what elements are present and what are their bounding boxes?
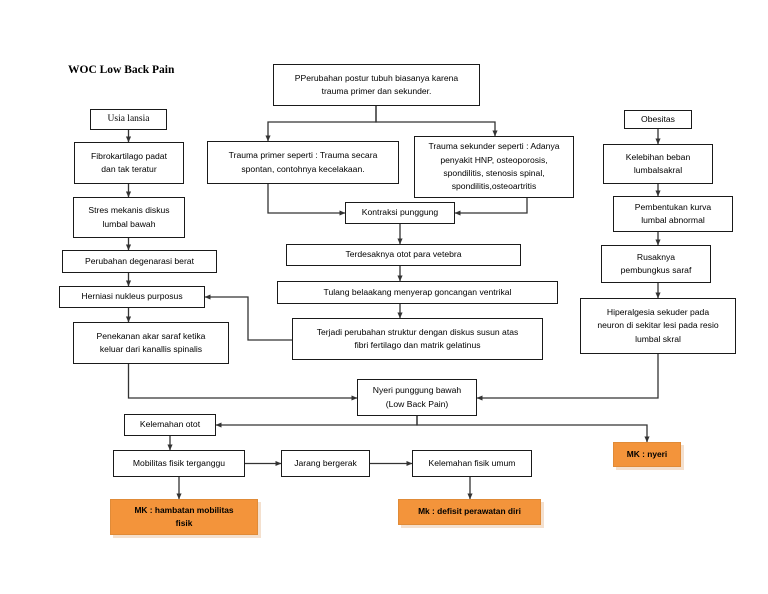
edge-nyeri_bawah-to-mk_nyeri	[416, 416, 650, 443]
node-penekanan: Penekanan akar saraf ketika keluar dari …	[73, 322, 229, 364]
node-terdesaknya: Terdesaknya otot para vetebra	[286, 244, 521, 266]
edge-trauma_primer-to-kontraksi	[267, 184, 346, 216]
node-trauma_sekunder: Trauma sekunder seperti : Adanya penyaki…	[414, 136, 574, 198]
node-kelemahan_umum: Kelemahan fisik umum	[412, 450, 532, 477]
node-degenarasi: Perubahan degenarasi berat	[62, 250, 217, 273]
node-usia_lansia: Usia lansia	[90, 109, 167, 130]
node-rusaknya: Rusaknya pembungkus saraf	[601, 245, 711, 283]
node-mk_defisit: Mk : defisit perawatan diri	[398, 499, 541, 525]
node-trauma_primer: Trauma primer seperti : Trauma secara sp…	[207, 141, 399, 184]
node-herniasi: Herniasi nukleus purposus	[59, 286, 205, 308]
node-kontraksi: Kontraksi punggung	[345, 202, 455, 224]
node-tulang: Tulang belaakang menyerap goncangan vent…	[277, 281, 558, 304]
node-perubahan_postur: PPerubahan postur tubuh biasanya karena …	[273, 64, 480, 106]
edge-penekanan-to-nyeri_bawah	[127, 364, 358, 401]
node-mk_hambatan: MK : hambatan mobilitas fisik	[110, 499, 258, 535]
edge-nyeri_bawah-to-kelemahan_otot	[215, 416, 418, 428]
node-terjadi: Terjadi perubahan struktur dengan diskus…	[292, 318, 543, 360]
node-jarang: Jarang bergerak	[281, 450, 370, 477]
node-kelemahan_otot: Kelemahan otot	[124, 414, 216, 436]
node-fibro: Fibrokartilago padat dan tak teratur	[74, 142, 184, 184]
node-nyeri_bawah: Nyeri punggung bawah (Low Back Pain)	[357, 379, 477, 416]
node-mobilitas: Mobilitas fisik terganggu	[113, 450, 245, 477]
node-stres: Stres mekanis diskus lumbal bawah	[73, 197, 185, 238]
node-pembentukan: Pembentukan kurva lumbal abnormal	[613, 196, 733, 232]
node-obesitas: Obesitas	[624, 110, 692, 129]
edge-perubahan_postur-to-trauma_sekunder	[375, 106, 498, 137]
edge-trauma_sekunder-to-kontraksi	[454, 198, 528, 216]
node-kelebihan: Kelebihan beban lumbalsakral	[603, 144, 713, 184]
node-mk_nyeri: MK : nyeri	[613, 442, 681, 467]
edge-hiperalgesia-to-nyeri_bawah	[476, 354, 659, 401]
page-title: WOC Low Back Pain	[68, 64, 175, 76]
edge-perubahan_postur-to-trauma_primer	[265, 106, 377, 142]
node-hiperalgesia: Hiperalgesia sekuder pada neuron di seki…	[580, 298, 736, 354]
